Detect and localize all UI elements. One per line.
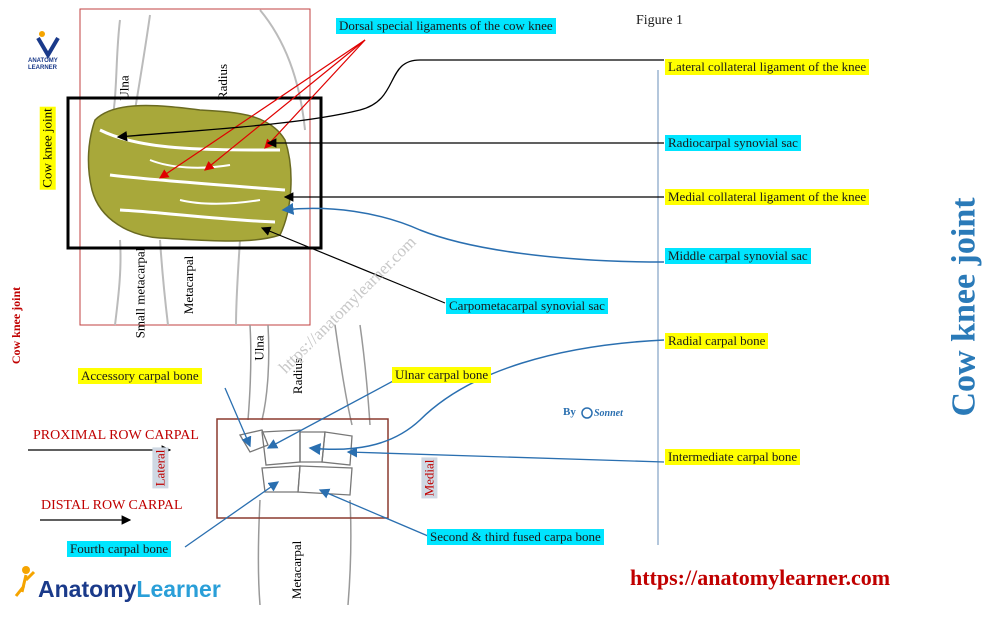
label-medial: Medial (421, 457, 438, 499)
label-middle-carpal-sac: Middle carpal synovial sac (665, 248, 811, 264)
label-medial-collateral: Medial collateral ligament of the knee (665, 189, 870, 205)
side-title-top: Cow knee joint (39, 106, 56, 190)
label-second-third-fused: Second & third fused carpa bone (427, 529, 604, 545)
label-metacarpal-bottom: Metacarpal (289, 540, 305, 600)
label-metacarpal-top: Metacarpal (181, 255, 197, 315)
label-ulna-top: Ulna (116, 75, 132, 101)
label-small-metacarpal: Small metacarpal (132, 247, 148, 339)
label-lateral: Lateral (152, 447, 169, 489)
brand-logo: AnatomyLearner (38, 576, 221, 603)
label-radius-top: Radius (215, 63, 231, 101)
main-title: Cow knee joint (945, 197, 983, 417)
label-carpometacarpal-sac: Carpometacarpal synovial sac (446, 298, 608, 314)
label-accessory-carpal: Accessory carpal bone (78, 368, 202, 384)
knee-illustration-bottom (238, 324, 371, 606)
label-proximal-row: PROXIMAL ROW CARPAL (33, 428, 199, 443)
label-radiocarpal-sac: Radiocarpal synovial sac (665, 135, 801, 151)
label-distal-row: DISTAL ROW CARPAL (41, 498, 183, 513)
knee-illustration-top (79, 8, 311, 326)
carpal-highlight-box (216, 418, 389, 519)
label-lateral-collateral: Lateral collateral ligament of the knee (665, 59, 870, 75)
credit-by: By (563, 406, 576, 418)
top-frame (79, 8, 311, 326)
label-ulna-bottom: Ulna (251, 335, 267, 361)
knee-highlight-box (66, 96, 323, 250)
credit-icon (581, 407, 593, 419)
small-logo-text: ANATOMY LEARNER (28, 58, 58, 71)
small-logo-icon (36, 31, 60, 59)
side-title-left: Cow knee joint (9, 286, 24, 365)
website-url[interactable]: https://anatomylearner.com (630, 565, 891, 590)
label-radial-carpal: Radial carpal bone (665, 333, 769, 349)
brand-part1: Anatomy (38, 576, 137, 602)
brand-figure-icon (14, 566, 36, 597)
label-fourth-carpal: Fourth carpal bone (67, 541, 172, 557)
label-dorsal-ligaments: Dorsal special ligaments of the cow knee (336, 18, 556, 34)
brand-part2: Learner (136, 576, 221, 602)
figure-label: Figure 1 (636, 13, 684, 28)
credit-name: Sonnet (594, 408, 623, 419)
label-ulnar-carpal: Ulnar carpal bone (392, 367, 492, 383)
label-intermediate-carpal: Intermediate carpal bone (665, 449, 801, 465)
